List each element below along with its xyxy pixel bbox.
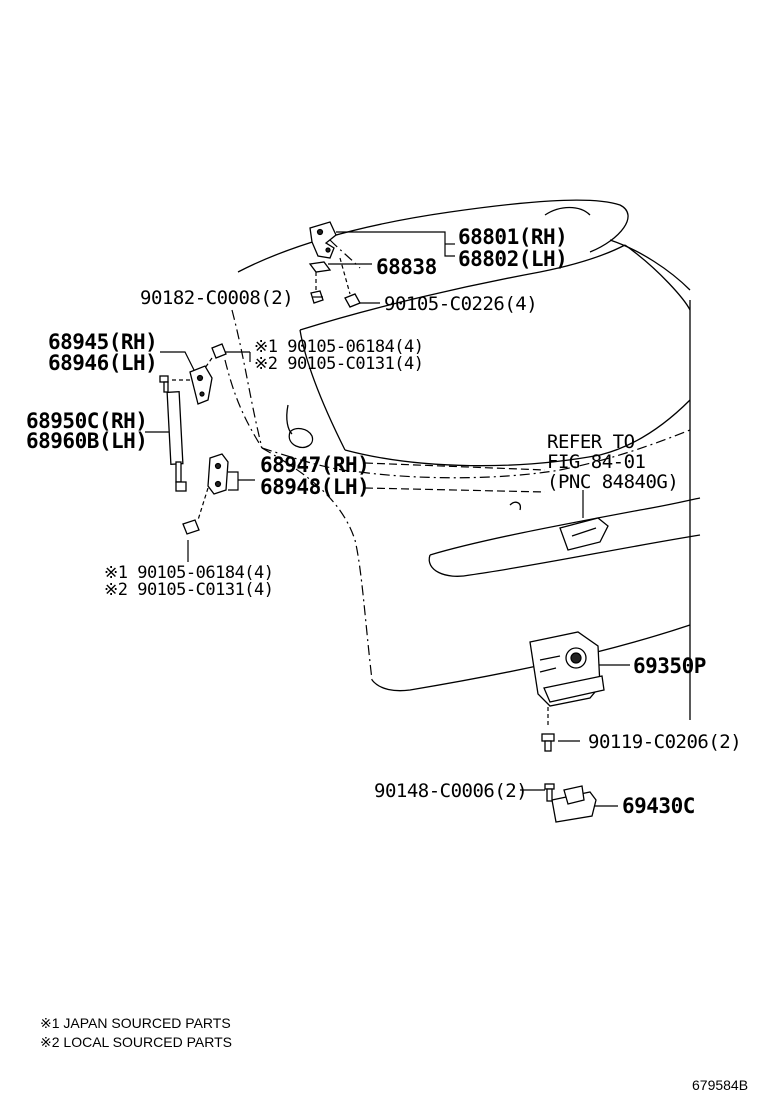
strut-bracket-part <box>170 365 213 405</box>
label-68945-rh: 68945(RH) <box>48 330 157 354</box>
striker-part <box>551 785 597 823</box>
leader-lines <box>145 231 630 807</box>
upper-bolt-part <box>204 343 227 369</box>
gas-strut-part <box>159 375 187 492</box>
label-refer-pnc: (PNC 84840G) <box>547 471 678 493</box>
label-69350p: 69350P <box>633 654 706 678</box>
label-68946-lh: 68946(LH) <box>48 351 157 375</box>
label-90148-c0006: 90148-C0006(2) <box>374 780 527 802</box>
label-refer-fig: FIG 84-01 <box>547 451 646 473</box>
label-68838: 68838 <box>376 255 437 279</box>
label-lower-japan-bolt: ※1 90105-06184(4) <box>104 563 274 583</box>
label-68947-rh: 68947(RH) <box>260 453 369 477</box>
hinge-part <box>309 221 337 259</box>
label-refer-to: REFER TO <box>547 431 635 453</box>
lower-bracket-part <box>197 453 229 521</box>
hinge-pad-part <box>308 261 332 273</box>
back-door-outline <box>237 199 701 720</box>
label-90105-c0226: 90105-C0226(4) <box>384 293 537 315</box>
label-upper-japan-bolt: ※1 90105-06184(4) <box>254 337 424 357</box>
body-phantom-lines <box>224 239 691 681</box>
label-90119-c0206: 90119-C0206(2) <box>588 731 741 753</box>
bolt-part <box>339 257 361 308</box>
label-upper-local-bolt: ※2 90105-C0131(4) <box>254 354 424 374</box>
lower-bolt-part <box>182 519 200 535</box>
lock-assembly-part <box>529 631 605 707</box>
striker-screw-part <box>544 783 555 802</box>
label-90182-c0008: 90182-C0008(2) <box>140 287 293 309</box>
label-69430c: 69430C <box>622 794 695 818</box>
label-68801-rh: 68801(RH) <box>458 225 567 249</box>
label-68960b-lh: 68960B(LH) <box>26 429 147 453</box>
label-68950c-rh: 68950C(RH) <box>26 409 147 433</box>
label-68802-lh: 68802(LH) <box>458 247 567 271</box>
opener-switch-part <box>559 517 609 551</box>
nut-part <box>310 272 324 304</box>
footnote-japan-sourced: ※1 JAPAN SOURCED PARTS <box>40 1015 231 1031</box>
label-lower-local-bolt: ※2 90105-C0131(4) <box>104 580 274 600</box>
footnote-local-sourced: ※2 LOCAL SOURCED PARTS <box>40 1034 232 1050</box>
label-68948-lh: 68948(LH) <box>260 475 369 499</box>
diagram-id: 679584B <box>692 1077 748 1093</box>
lock-bolt-part <box>541 733 555 752</box>
